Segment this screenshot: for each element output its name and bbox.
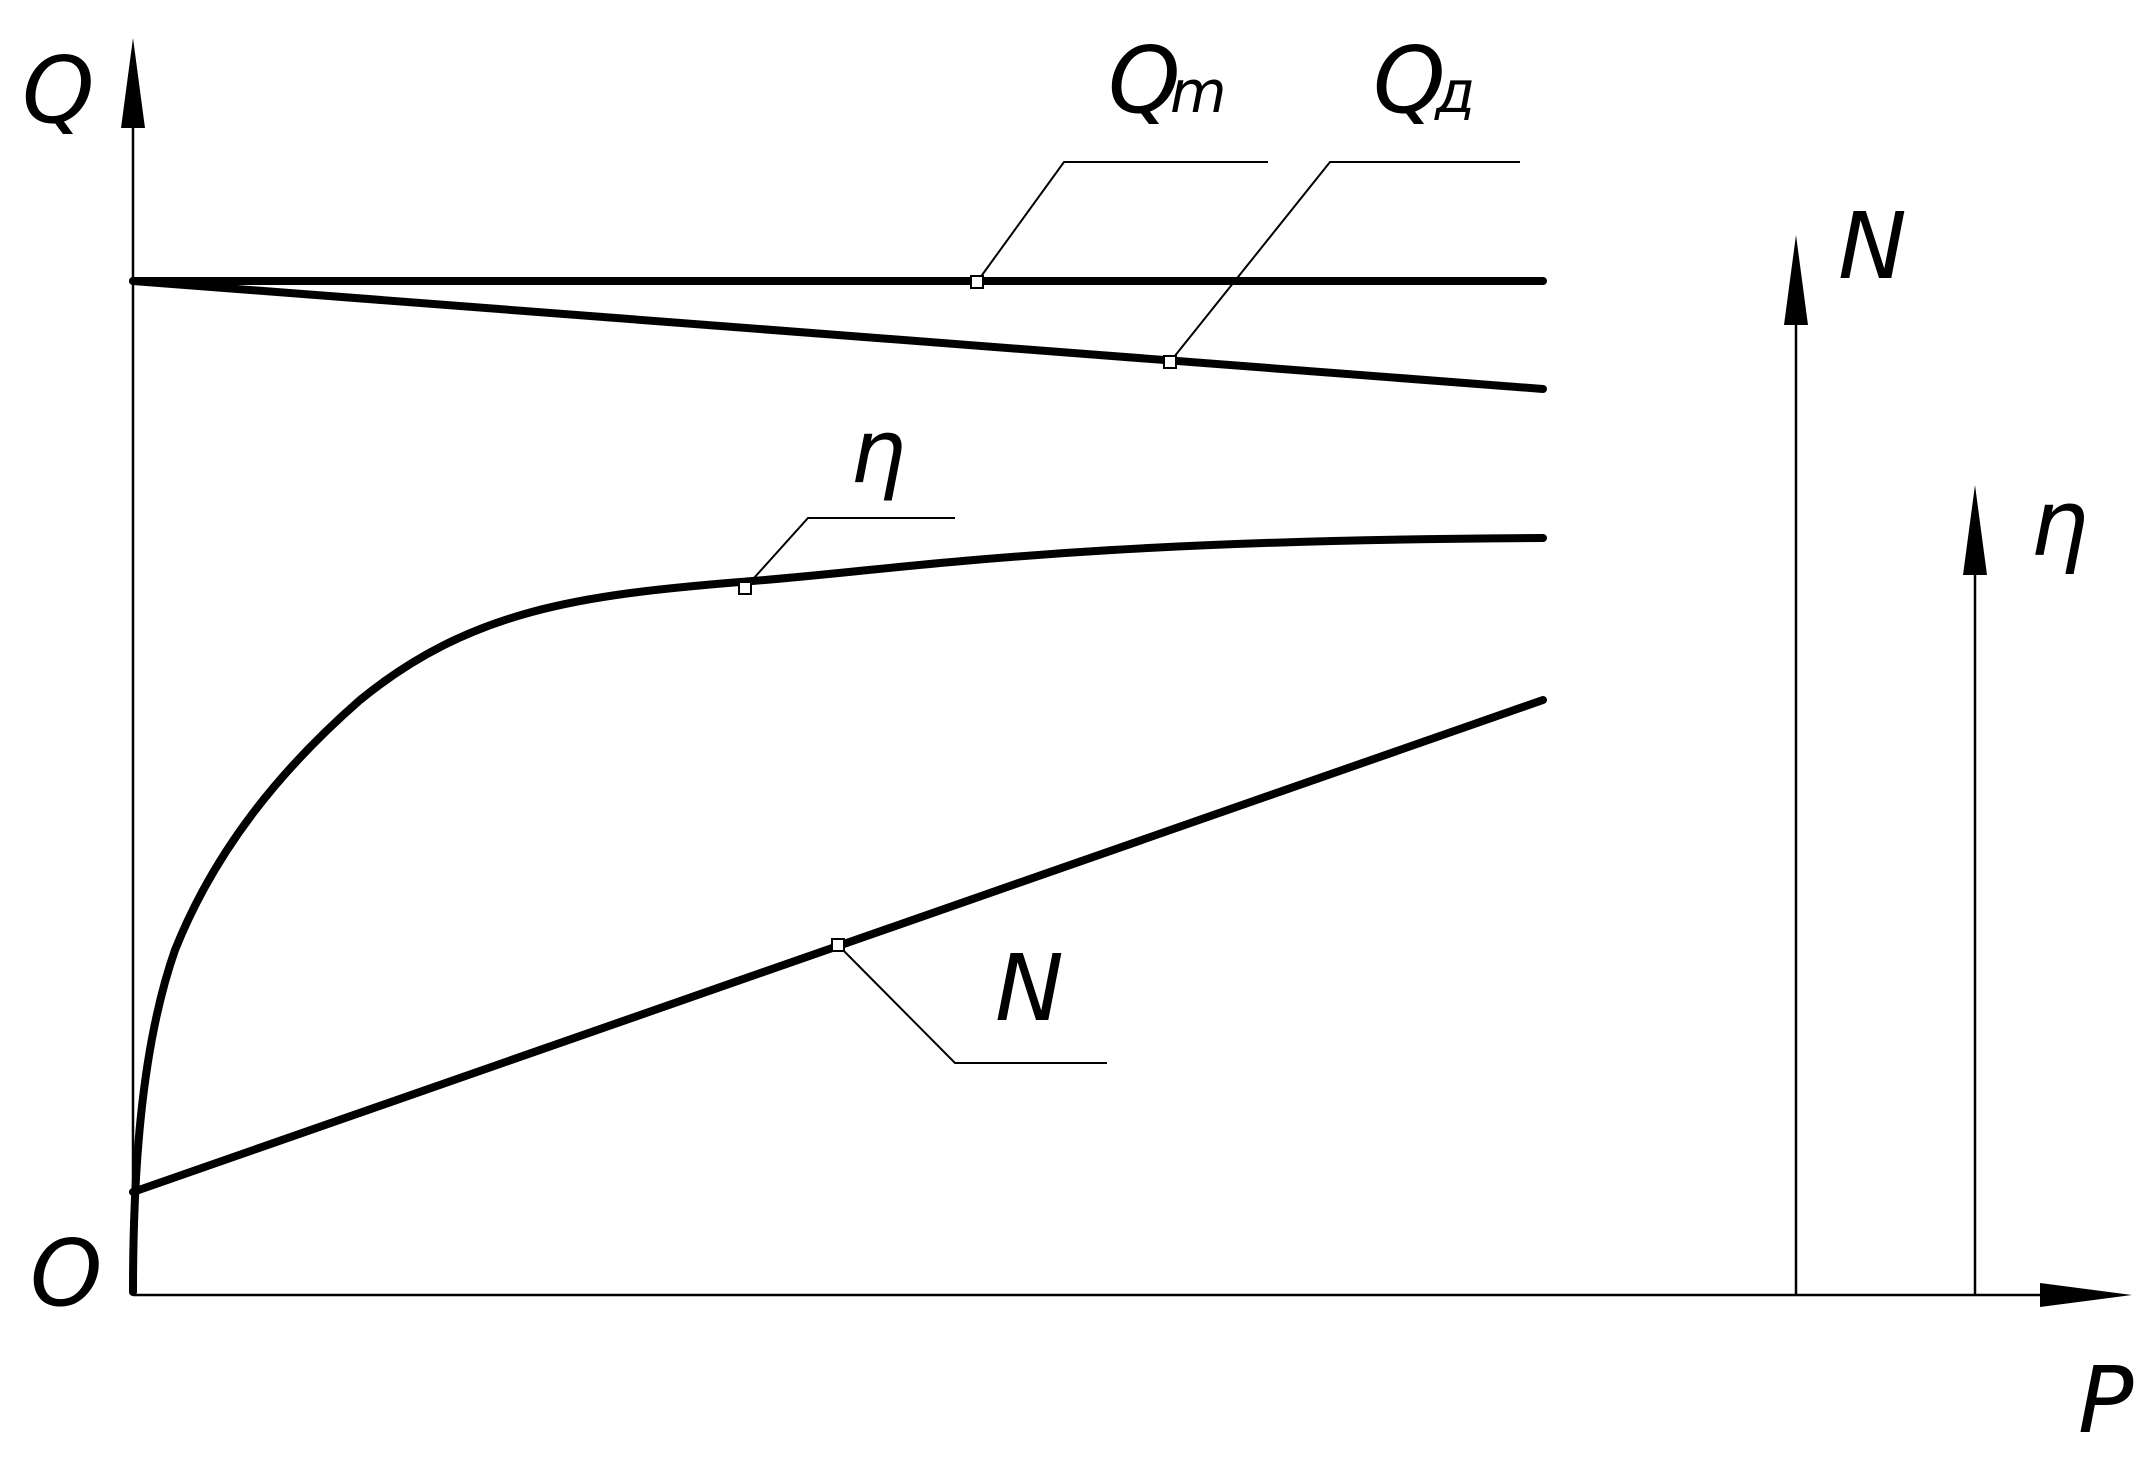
p-axis-arrowhead [2040,1283,2132,1307]
eta-curve-label: η [850,400,906,503]
qm-label-main: Q [1108,27,1180,134]
qm-label: Q m [1108,27,1227,134]
n-marker [831,938,845,952]
qm-label-sub: m [1170,58,1227,126]
q-axis-label: Q [22,37,94,144]
qm-leader [976,161,1268,283]
eta-leader [744,517,955,589]
origin-label: O [30,1220,102,1327]
eta-marker [738,581,752,595]
qd-label-main: Q [1373,27,1445,134]
qd-marker [1163,355,1177,369]
qd-curve [129,277,1547,393]
arrowheads [121,38,2132,1307]
leader-lines [744,161,1520,1064]
eta-curve [129,534,1547,1296]
qd-label-sub: д [1434,58,1475,126]
n-axis-label: N [1838,193,1907,300]
n-leader [837,944,1107,1064]
n-axis-arrowhead [1784,235,1808,325]
q-axis-arrowhead [121,38,145,128]
n-curve-label: N [995,935,1064,1042]
curves [129,277,1547,1296]
axes [131,95,2075,1297]
qd-label: Q д [1373,27,1475,134]
p-axis-label: P [2078,1347,2134,1454]
eta-axis-arrowhead [1963,485,1987,575]
leader-markers [738,275,1177,952]
eta-axis-label: η [2030,470,2088,577]
qd-leader [1169,161,1520,363]
qm-marker [970,275,984,289]
